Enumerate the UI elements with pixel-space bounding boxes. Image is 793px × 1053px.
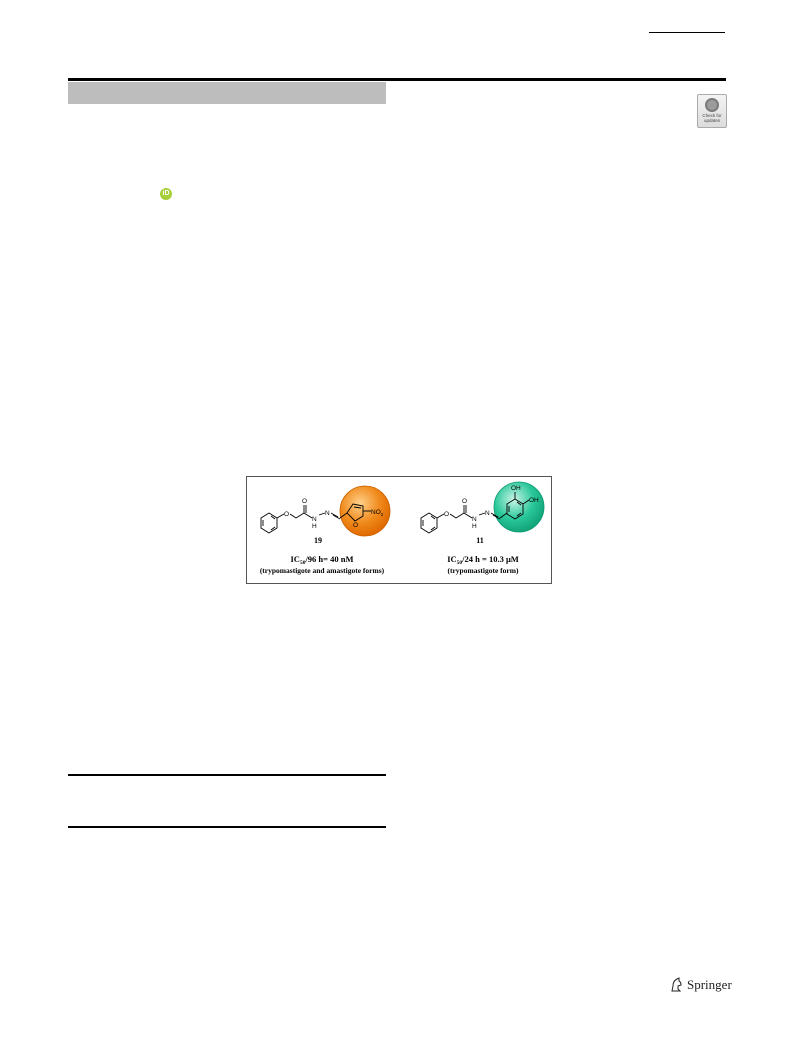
left-group-label: NO2	[371, 509, 384, 517]
left-forms-label: (trypomastigote and amastigote forms)	[260, 566, 385, 575]
header-rule	[68, 78, 726, 81]
left-atom-h: H	[312, 523, 317, 530]
crossmark-icon	[705, 98, 719, 112]
right-atom-o-ether: O	[444, 511, 449, 518]
right-structure	[420, 492, 530, 534]
figure-drawing: O O N H N O NO2 19 IC50/96 h= 40 nM (try…	[260, 481, 545, 575]
crossmark-label-2: updates	[703, 118, 720, 123]
right-atom-n2: N	[485, 510, 490, 517]
right-atom-h: H	[472, 523, 477, 530]
right-atom-oh-2: OH	[529, 497, 539, 504]
left-compound-number: 19	[314, 536, 322, 545]
section-rule-top	[68, 774, 386, 776]
springer-horse-icon	[671, 977, 682, 992]
right-atom-n1: N	[472, 516, 477, 523]
left-atom-o-ether: O	[284, 511, 289, 518]
check-for-updates-button[interactable]: Check for updates	[697, 94, 727, 128]
left-atom-o-furan: O	[353, 522, 358, 529]
orcid-icon[interactable]: iD	[160, 188, 172, 200]
left-atom-o-carbonyl: O	[302, 498, 307, 505]
graphical-abstract-figure: O O N H N O NO2 19 IC50/96 h= 40 nM (try…	[246, 476, 552, 584]
right-atom-oh-1: OH	[511, 485, 521, 492]
article-type-band	[68, 82, 386, 104]
crossmark-label-1: Check for	[702, 113, 722, 118]
right-atom-o-carbonyl: O	[462, 498, 467, 505]
publisher-name: Springer	[687, 977, 732, 992]
springer-logo: Springer	[670, 976, 732, 994]
right-compound-number: 11	[476, 536, 484, 545]
left-atom-n2: N	[325, 510, 330, 517]
left-ic50-label: IC50/96 h= 40 nM	[290, 554, 353, 566]
left-atom-n1: N	[312, 516, 317, 523]
right-ic50-label: IC50/24 h = 10.3 μM	[447, 554, 519, 566]
right-highlight-sphere	[493, 481, 545, 533]
left-structure	[260, 503, 371, 534]
header-short-rule	[649, 32, 725, 33]
section-rule-bottom	[68, 826, 386, 828]
right-forms-label: (trypomastigote form)	[447, 566, 519, 575]
